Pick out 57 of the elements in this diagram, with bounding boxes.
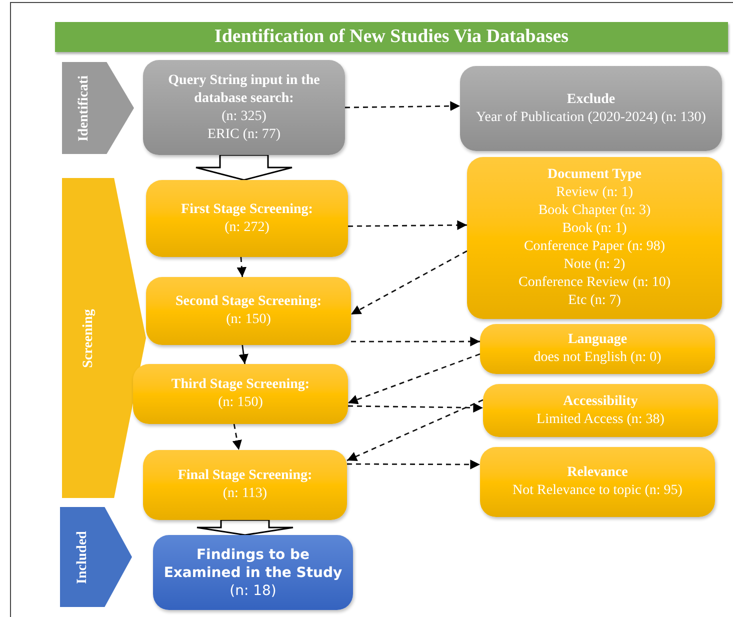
process-box — [143, 450, 347, 520]
box-heading: Third Stage Screening: — [171, 376, 310, 394]
box-text: Note (n: 2) — [564, 256, 626, 274]
arrow — [348, 220, 467, 230]
box-text: Book (n: 1) — [562, 220, 627, 238]
process-box — [480, 447, 715, 517]
box-heading: Exclude — [566, 90, 616, 108]
arrow — [348, 353, 480, 404]
title-banner: Identification of New Studies Via Databases — [55, 22, 728, 52]
process-box — [133, 364, 348, 424]
box-heading: Query String input in the database search: — [167, 72, 321, 108]
process-box — [483, 384, 718, 437]
arrow — [238, 344, 248, 364]
box-text: ERIC (n: 77) — [207, 126, 281, 144]
box-text: Etc (n: 7) — [568, 292, 621, 310]
process-box — [153, 535, 353, 610]
process-box — [467, 157, 722, 319]
stage-label: Screening — [80, 308, 97, 368]
box-text: (n: 325) — [222, 108, 266, 126]
box-text: (n: 272) — [224, 218, 270, 236]
box-text: (n: 113) — [222, 485, 268, 503]
arrow — [236, 256, 247, 278]
box-heading: Final Stage Screening: — [178, 467, 312, 485]
box-heading: Document Type — [548, 166, 642, 184]
box-text: (n: 150) — [218, 394, 263, 412]
block-arrow — [196, 519, 294, 536]
process-box — [143, 60, 345, 155]
process-box — [146, 180, 348, 257]
box-heading: Relevance — [567, 464, 628, 482]
process-box — [480, 324, 715, 374]
arrow — [346, 399, 484, 462]
box-text: does not English (n: 0) — [534, 349, 662, 367]
arrow — [347, 460, 480, 470]
arrow — [351, 336, 480, 346]
box-text: Conference Review (n: 10) — [518, 274, 670, 292]
stage-label: Included — [74, 530, 91, 584]
box-text: Conference Paper (n: 98) — [524, 238, 666, 256]
arrow — [350, 250, 468, 316]
box-heading: First Stage Screening: — [181, 200, 313, 218]
box-text: Limited Access (n: 38) — [536, 410, 664, 428]
stage-label: Identificati — [76, 74, 93, 142]
box-heading: Language — [568, 331, 628, 349]
arrow — [345, 101, 460, 111]
process-box — [460, 66, 722, 151]
box-text: Book Chapter (n: 3) — [538, 202, 651, 220]
box-text: Not Relevance to topic (n: 95) — [512, 482, 682, 500]
process-box — [146, 277, 351, 345]
box-heading: Second Stage Screening: — [176, 293, 322, 311]
block-arrow — [195, 154, 293, 181]
box-text: Review (n: 1) — [556, 184, 633, 202]
box-heading: Findings to be Examined in the Study — [162, 546, 344, 582]
box-text: (n: 150) — [226, 311, 271, 329]
box-heading: Accessibility — [563, 392, 638, 410]
box-text: Year of Publication (2020-2024) (n: 130) — [476, 108, 706, 126]
arrow — [232, 424, 242, 450]
box-text: (n: 18) — [230, 582, 276, 600]
arrow — [348, 402, 483, 413]
